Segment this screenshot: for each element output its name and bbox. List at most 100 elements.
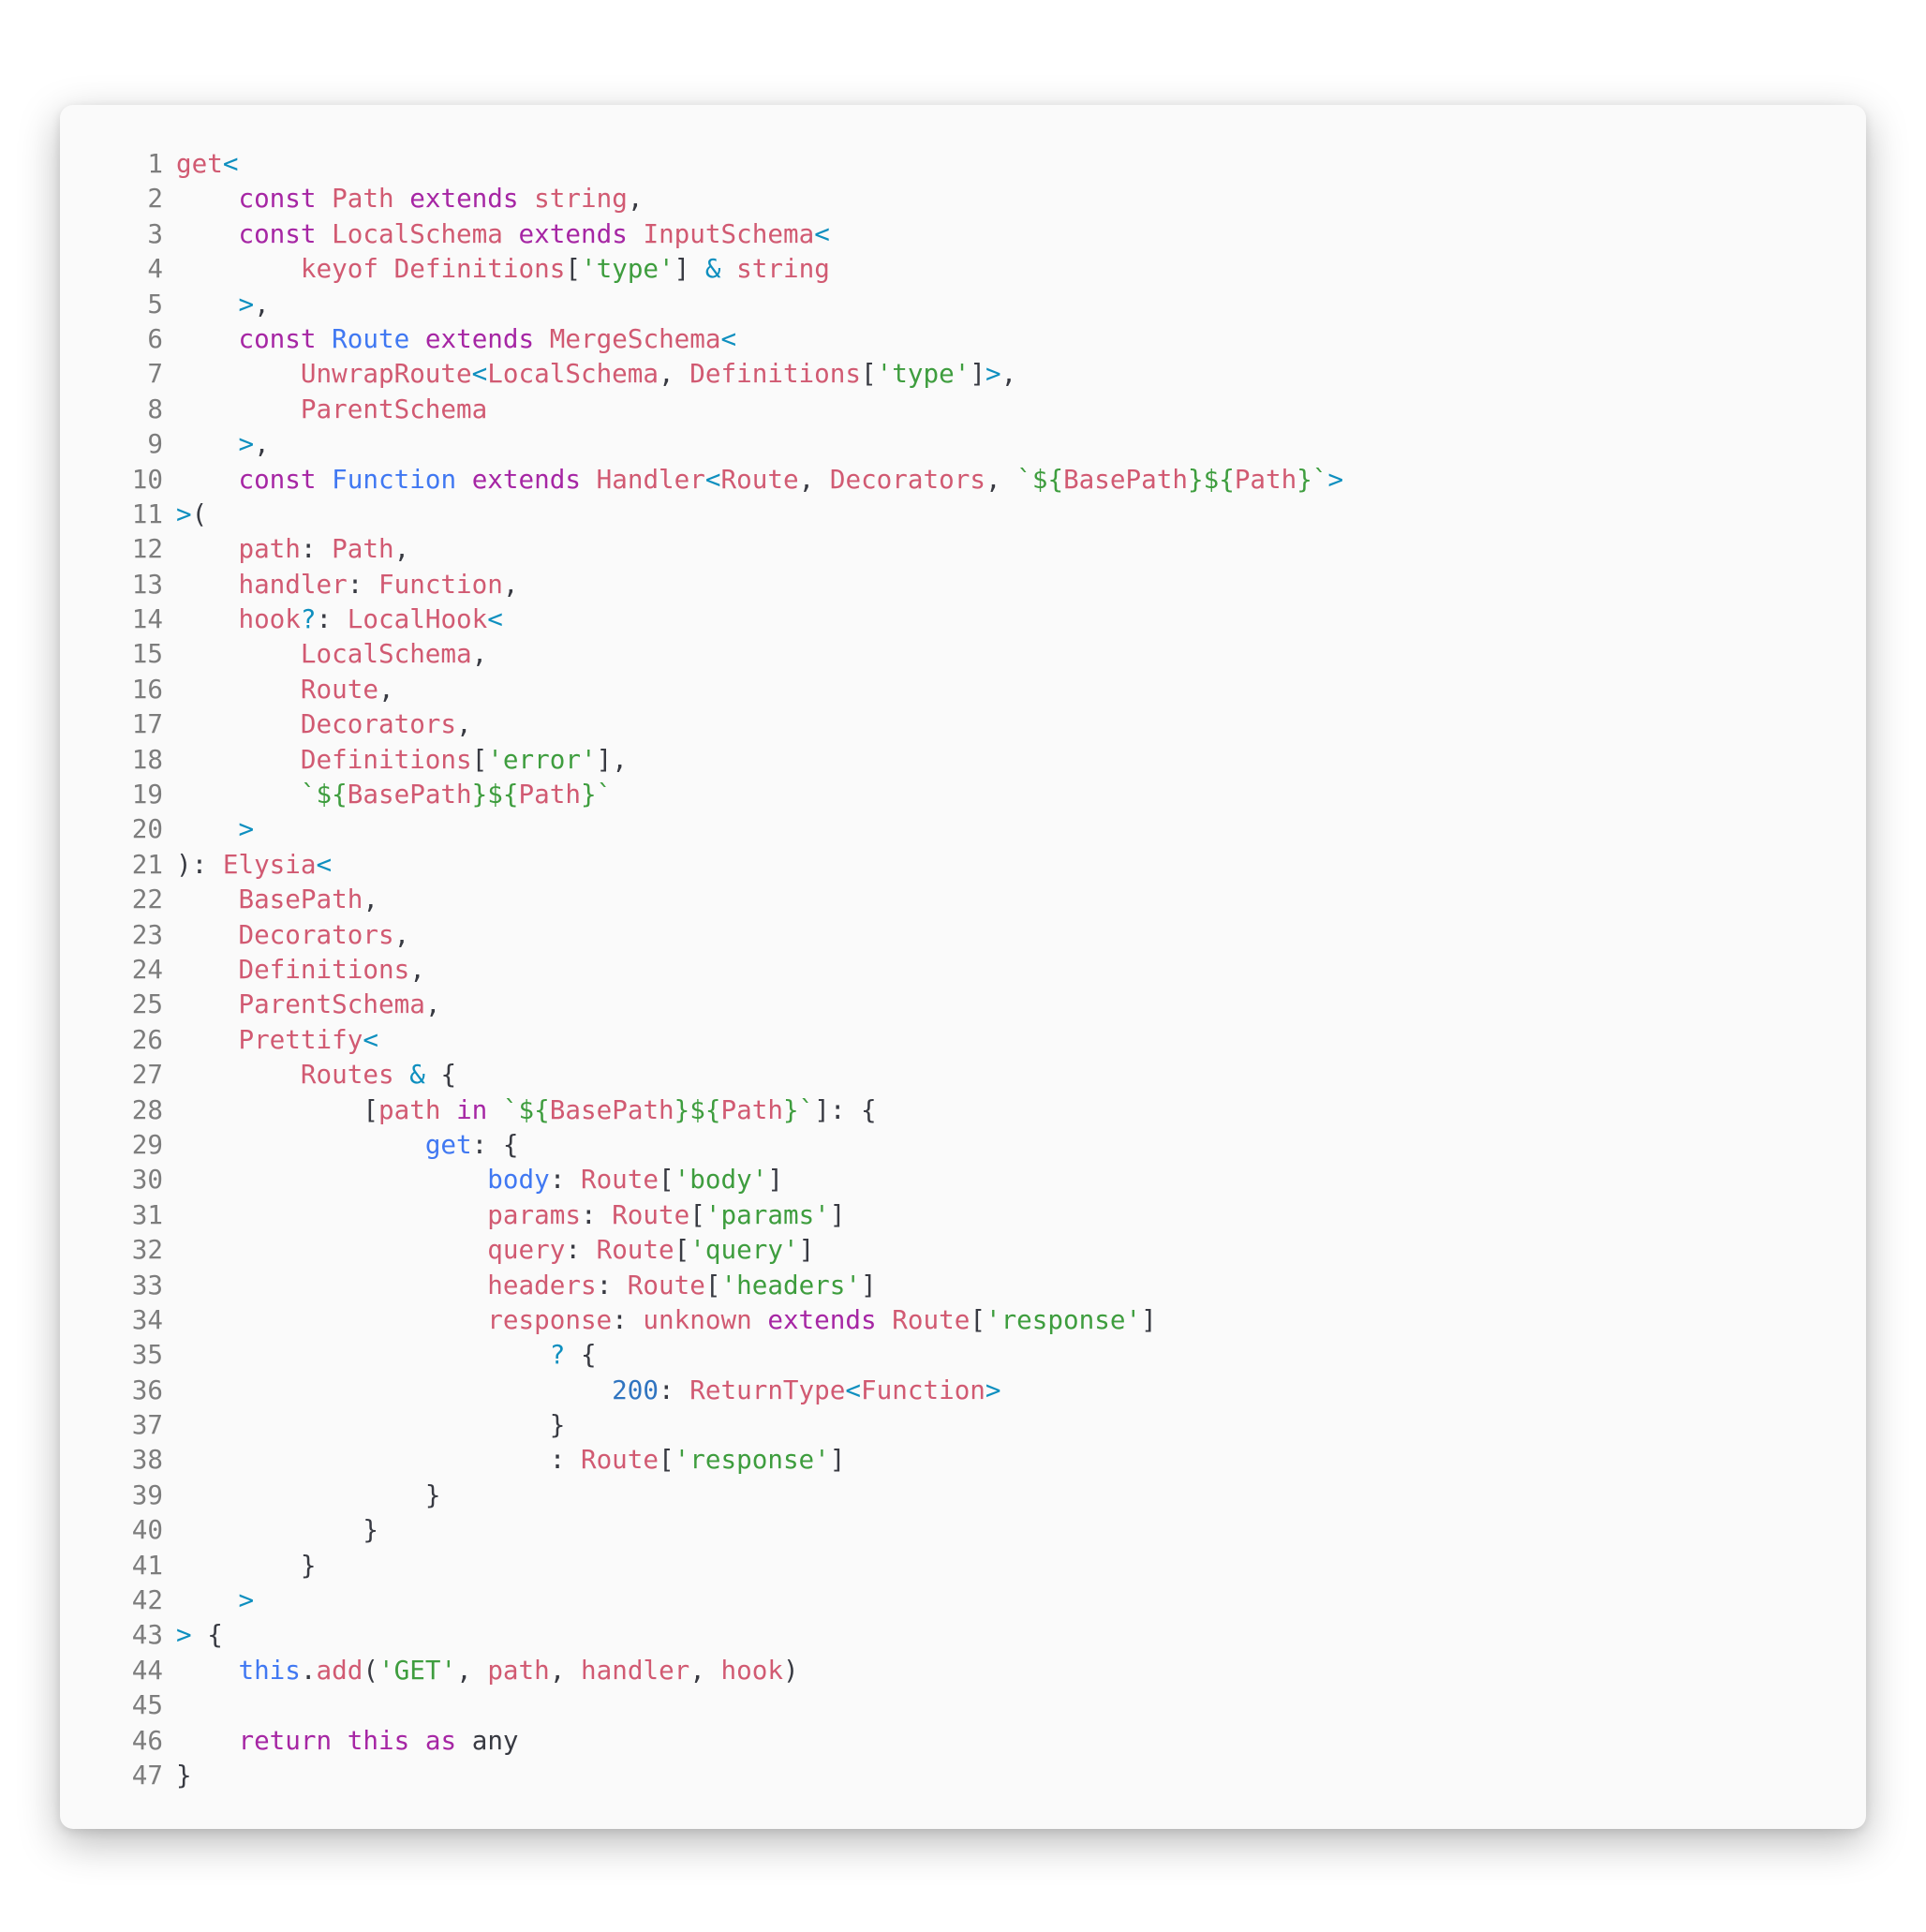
code-token	[332, 1725, 348, 1756]
code-token: ?	[300, 603, 317, 635]
code-token	[752, 1304, 768, 1335]
code-token	[409, 323, 425, 354]
line-number: 26	[131, 1023, 163, 1055]
code-token	[176, 289, 238, 320]
code-token: <	[720, 322, 737, 354]
code-line: 36 200: ReturnType<Function>	[90, 1373, 1343, 1407]
code-token: [	[674, 1234, 690, 1266]
code-token	[176, 464, 238, 495]
code-token: ParentSchema	[300, 393, 488, 424]
code-token: }`	[1296, 463, 1328, 495]
code-token: >	[238, 288, 255, 320]
line-number: 2	[147, 183, 163, 215]
line-content: }	[176, 1512, 378, 1547]
code-token: ,	[689, 1654, 721, 1686]
code-token	[176, 708, 301, 739]
code-line: 2 const Path extends string,	[90, 181, 1343, 215]
code-token	[176, 744, 301, 775]
code-token	[176, 954, 238, 985]
code-token: :	[580, 1198, 613, 1230]
code-line: 26 Prettify<	[90, 1022, 1343, 1057]
line-number: 32	[131, 1234, 163, 1266]
code-token: LocalSchema	[300, 638, 472, 670]
code-token: extends	[409, 183, 519, 215]
line-content: >	[176, 811, 254, 846]
line-number: 1	[147, 148, 163, 179]
line-content: ParentSchema,	[176, 987, 440, 1021]
code-token: Definitions	[300, 743, 472, 775]
code-token: {	[565, 1339, 597, 1371]
code-token: query	[487, 1234, 566, 1266]
line-number: 17	[131, 708, 163, 740]
code-token: const	[238, 463, 317, 495]
code-token: :	[316, 603, 348, 635]
code-token: Function	[332, 463, 457, 495]
line-number: 46	[131, 1724, 163, 1756]
code-line: 28 [path in `${BasePath}${Path}`]: {	[90, 1092, 1343, 1127]
line-number: 9	[147, 428, 163, 460]
line-number: 14	[131, 603, 163, 635]
line-number: 29	[131, 1128, 163, 1160]
code-token	[176, 1479, 425, 1510]
code-token: get	[176, 148, 223, 179]
code-token: Route	[332, 322, 410, 354]
code-token: string	[736, 253, 830, 285]
code-line: 7 UnwrapRoute<LocalSchema, Definitions['…	[90, 356, 1343, 391]
line-content: Definitions['error'],	[176, 742, 628, 777]
code-token: Handler	[596, 463, 705, 495]
code-token	[176, 779, 301, 810]
code-token	[176, 1199, 487, 1230]
code-token: 'response'	[674, 1444, 830, 1476]
line-number: 35	[131, 1339, 163, 1371]
code-token: hook	[720, 1654, 783, 1686]
code-token: :	[659, 1374, 690, 1405]
code-token: keyof	[300, 253, 378, 285]
line-number: 34	[131, 1303, 163, 1335]
code-line: 6 const Route extends MergeSchema<	[90, 321, 1343, 356]
code-token: BasePath	[1063, 463, 1188, 495]
line-content: }	[176, 1548, 317, 1583]
line-number: 25	[131, 988, 163, 1020]
line-number: 27	[131, 1059, 163, 1091]
line-content: : Route['response']	[176, 1442, 846, 1477]
line-content: ? {	[176, 1337, 597, 1372]
code-token: {	[424, 1059, 457, 1091]
line-number: 10	[131, 463, 163, 495]
code-token	[176, 603, 238, 634]
code-token: ]	[798, 1234, 815, 1266]
code-token	[176, 569, 238, 600]
code-token: [	[363, 1093, 378, 1125]
code-line: 12 path: Path,	[90, 531, 1343, 566]
code-token: ,	[1000, 358, 1017, 390]
line-content: Decorators,	[176, 917, 409, 952]
line-number: 31	[131, 1198, 163, 1230]
line-number: 16	[131, 673, 163, 705]
line-content: const Path extends string,	[176, 181, 643, 215]
line-content: Routes & {	[176, 1057, 456, 1092]
code-token	[317, 218, 333, 249]
line-number: 18	[131, 743, 163, 775]
code-token: <	[704, 463, 721, 495]
code-token: <	[487, 603, 503, 635]
line-content: Route,	[176, 672, 394, 706]
code-token: }${	[674, 1093, 721, 1125]
code-token: ,	[985, 463, 1017, 495]
line-content: body: Route['body']	[176, 1162, 783, 1196]
code-token	[456, 1725, 472, 1756]
code-token: LocalSchema	[487, 358, 659, 390]
line-content: query: Route['query']	[176, 1232, 814, 1267]
code-token: any	[471, 1724, 519, 1756]
line-content: }	[176, 1758, 192, 1792]
code-line: 41 }	[90, 1548, 1343, 1583]
code-token	[317, 464, 333, 495]
code-token: Path	[720, 1093, 783, 1125]
line-number: 40	[131, 1514, 163, 1546]
code-token	[176, 1164, 487, 1195]
code-line: 33 headers: Route['headers']	[90, 1268, 1343, 1302]
code-token	[721, 253, 737, 284]
code-token: as	[424, 1724, 457, 1756]
code-token: this	[347, 1724, 410, 1756]
code-token: }`	[580, 779, 613, 810]
code-token: }`	[782, 1093, 815, 1125]
